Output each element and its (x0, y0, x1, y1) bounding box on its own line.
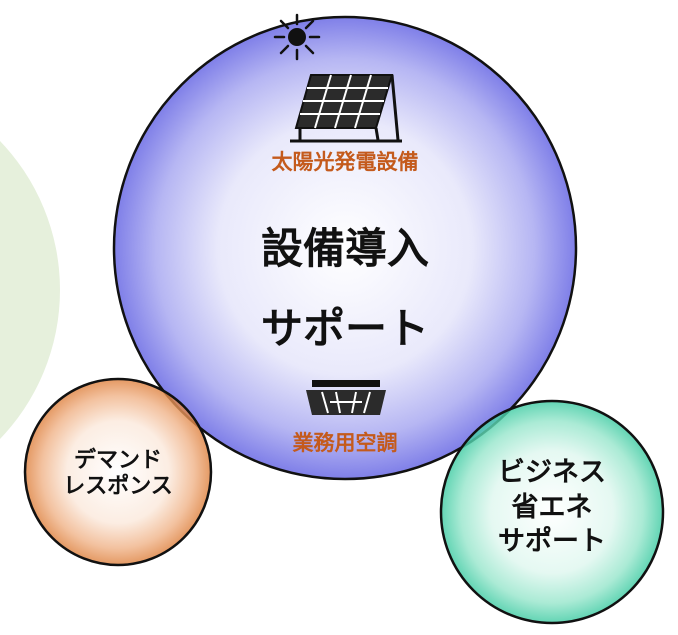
left-background-circle (0, 141, 60, 439)
business-line3: サポート (498, 526, 606, 558)
center-circle (112, 15, 578, 481)
business-line2: 省エネ (511, 491, 593, 523)
solar-label: 太陽光発電設備 (271, 150, 419, 174)
sun-icon (273, 13, 321, 61)
demand-response-label: デマンド レスポンス (38, 448, 198, 501)
demand-line1: デマンド (73, 448, 162, 473)
demand-line2: レスポンス (63, 474, 173, 500)
business-saving-circle (439, 399, 665, 625)
center-title-line1: 設備導入 (260, 224, 429, 273)
business-saving-label: ビジネス 省エネ サポート (472, 456, 632, 560)
center-title-line2: サポート (260, 304, 429, 353)
demand-response-circle (23, 377, 213, 567)
ac-label: 業務用空調 (292, 431, 398, 455)
air-conditioner-icon (306, 380, 386, 415)
business-line1: ビジネス (498, 457, 606, 488)
solar-panel-icon (290, 74, 402, 143)
